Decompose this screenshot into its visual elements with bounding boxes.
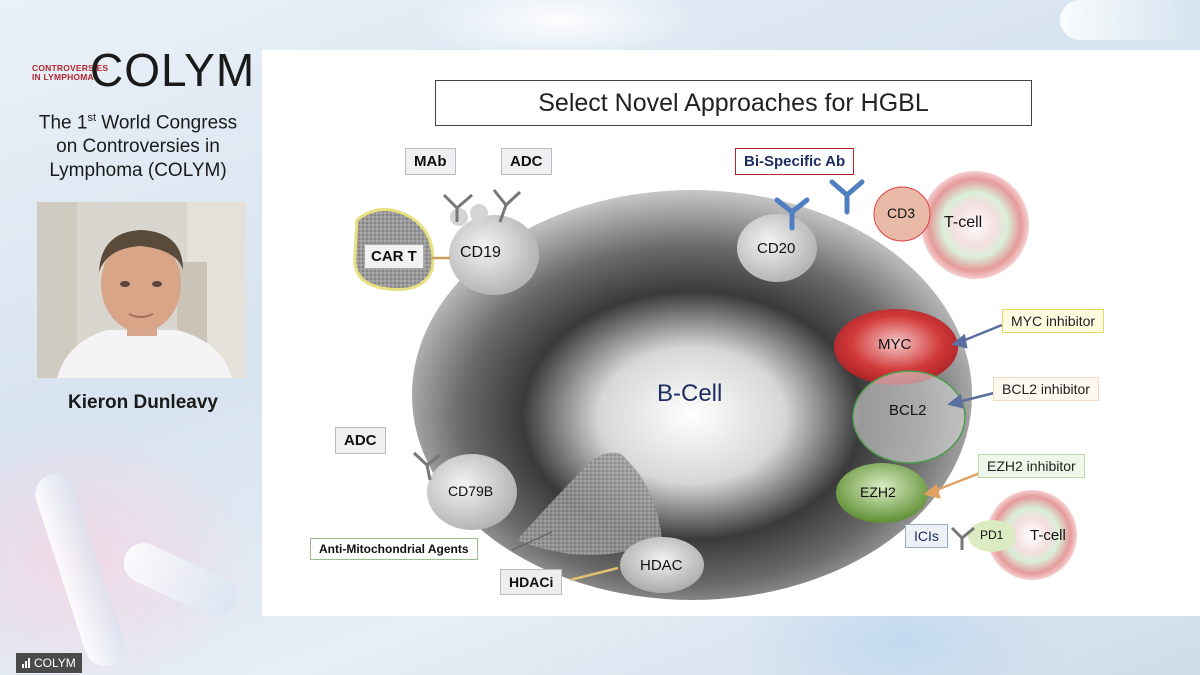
bcl2-label: BCL2 [889,402,927,419]
icis-label: ICIs [905,524,948,548]
anti-mitochondrial-label: Anti-Mitochondrial Agents [310,538,478,560]
adc-binding-site [470,204,488,222]
cd19-receptor [449,215,539,295]
bcl2-target [852,370,966,464]
myc-label: MYC [878,336,912,353]
bcl2-inhibitor-label: BCL2 inhibitor [993,377,1099,401]
pd1-label: PD1 [980,528,1004,542]
speaker-video[interactable] [37,202,246,378]
slide-diagram [353,171,1077,600]
presentation-slide: Select Novel Approaches for HGBL B-Cell … [262,50,1200,616]
cd79b-label: CD79B [448,483,494,499]
background-tube [1060,0,1200,40]
bispecific-antibody-icon [774,179,865,231]
bispecific-label: Bi-Specific Ab [735,148,855,175]
sidebar: CONTROVERSIES IN LYMPHOMA COLYM The 1st … [18,44,258,183]
ici-antibody-icon [950,526,975,550]
inhibitor-arrows [947,323,1003,409]
t-cell-top [921,171,1029,279]
hdaci-label: HDACi [500,569,563,595]
ezh2-label: EZH2 [860,484,896,500]
signal-strength-icon [22,658,30,668]
participant-name: COLYM [34,656,76,670]
pd1-receptor [968,520,1016,552]
mab-binding-site [450,208,468,226]
participant-badge[interactable]: COLYM [16,653,82,673]
ezh2-inhibitor-label: EZH2 inhibitor [978,454,1085,478]
ezh2-target [836,463,928,523]
cd20-receptor [737,214,817,282]
t-cell-top-label: T-cell [944,214,983,231]
anti-mito-connector [511,531,553,551]
speaker-video-frame [37,202,246,378]
b-cell [412,190,972,600]
congress-title: The 1st World Congress on Controversies … [38,112,238,182]
logo-wordmark: COLYM [90,44,256,96]
hdac-label: HDAC [640,557,683,574]
b-cell-label: B-Cell [657,380,723,407]
adc-bottom-label: ADC [335,427,386,454]
speaker-name: Kieron Dunleavy [68,392,218,413]
cd3-label: CD3 [887,205,916,221]
cd20-label: CD20 [757,240,796,257]
adc-antibody-icon [412,451,441,481]
ezh2-arrow [923,471,981,499]
mitochondria-shape [517,452,662,555]
hdac-target [620,537,704,593]
colym-logo: CONTROVERSIES IN LYMPHOMA COLYM [32,44,258,96]
car-t-label: CAR T [364,244,424,269]
antibody-icon [442,189,522,223]
mab-label: MAb [405,148,456,175]
myc-target [834,309,958,385]
t-cell-bottom [987,490,1077,580]
hdaci-arrow [569,566,619,582]
logo-subtitle: CONTROVERSIES IN LYMPHOMA [32,63,109,82]
slide-title: Select Novel Approaches for HGBL [435,80,1032,126]
myc-inhibitor-label: MYC inhibitor [1002,309,1105,333]
cd79b-receptor [427,454,517,530]
adc-top-label: ADC [501,148,552,175]
cd3-receptor [873,186,931,242]
cd19-label: CD19 [460,244,501,261]
t-cell-bottom-label: T-cell [1030,527,1066,544]
